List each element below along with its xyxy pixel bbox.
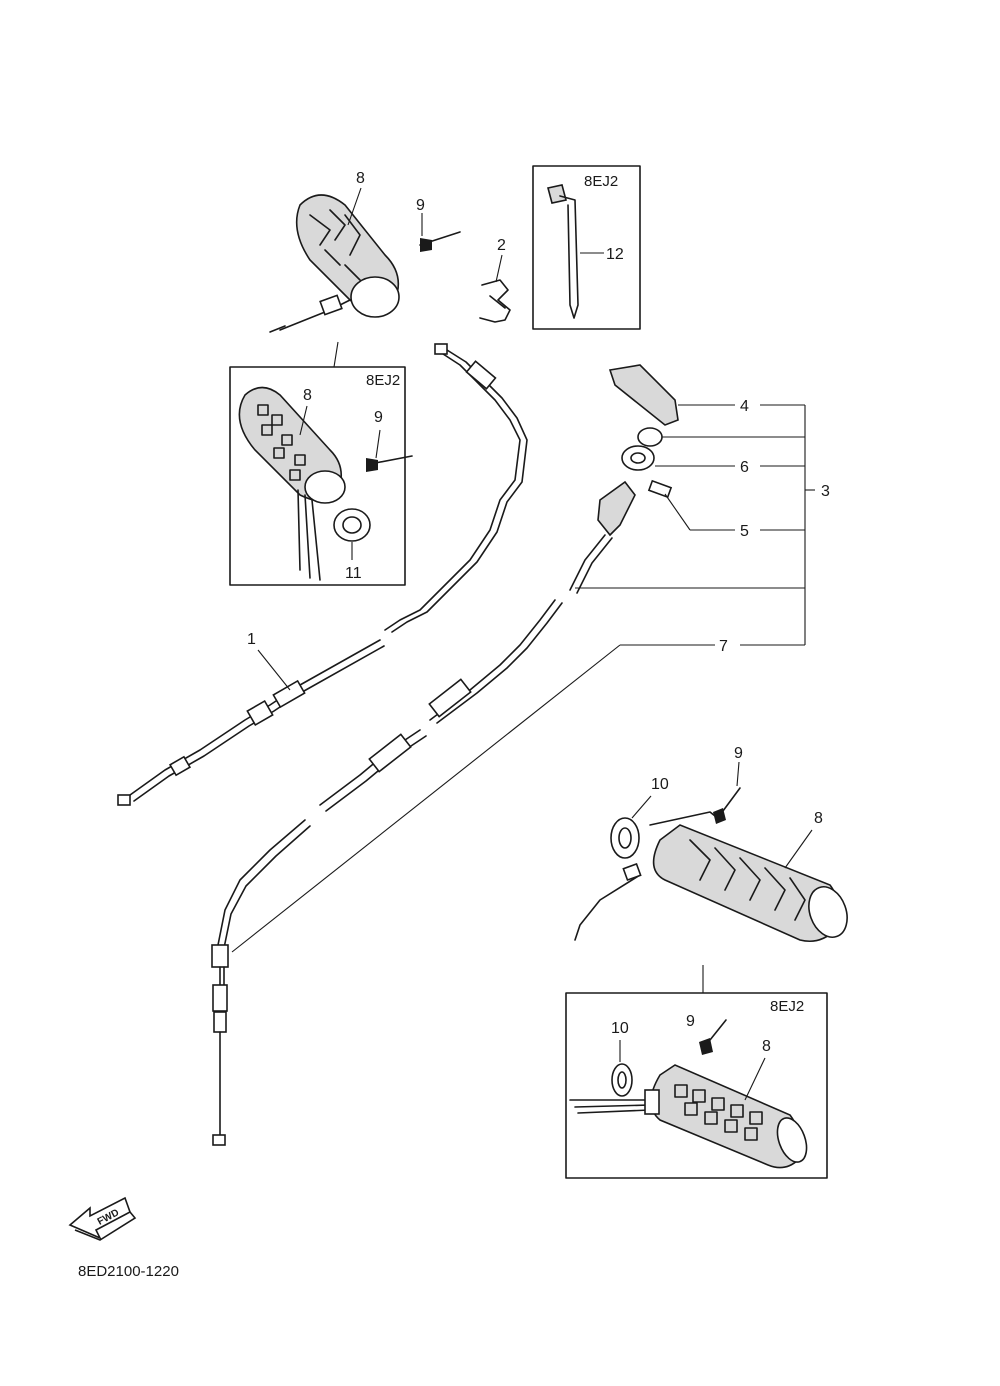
grip-left-upper (269, 194, 400, 333)
nut-part-4b (637, 427, 663, 447)
screw-9-right-box (699, 1019, 727, 1055)
grip-right-boxed (569, 1064, 808, 1169)
collar-11 (333, 508, 371, 542)
callout-9-left-box: 9 (374, 409, 383, 426)
screw-9-left-box (366, 429, 413, 472)
callout-2: 2 (497, 237, 506, 254)
callout-9-top: 9 (416, 197, 425, 214)
diagram-code: 8ED2100-1220 (78, 1263, 179, 1280)
screw-9-upper (419, 213, 461, 252)
nut-part-6 (621, 445, 655, 471)
collar-10 (610, 817, 640, 859)
variant-box-grip-right (565, 992, 828, 1179)
variant-label-grip-right: 8EJ2 (770, 998, 804, 1015)
cable-part-1 (117, 343, 528, 806)
grip-left-boxed (238, 386, 346, 581)
callout-10-right-box: 10 (611, 1020, 629, 1037)
callout-5: 5 (740, 523, 749, 540)
variant-label-strap: 8EJ2 (584, 173, 618, 190)
callout-8-top: 8 (356, 170, 365, 187)
callout-12: 12 (606, 246, 624, 263)
grip-right-main (574, 811, 848, 943)
variant-box-strap (532, 165, 641, 330)
callout-7: 7 (719, 638, 728, 655)
callout-9-right-box: 9 (686, 1013, 695, 1030)
bracket-part-4 (608, 364, 679, 426)
collar-10-boxed (611, 1063, 633, 1097)
callout-4: 4 (740, 398, 749, 415)
variant-label-grip-left: 8EJ2 (366, 372, 400, 389)
callout-10-right: 10 (651, 776, 669, 793)
callout-8-right: 8 (814, 810, 823, 827)
callout-3: 3 (821, 483, 830, 500)
cable-part-7 (211, 599, 563, 1146)
callout-6: 6 (740, 459, 749, 476)
leader-lines-assembly (231, 404, 815, 953)
clip-part-2 (479, 279, 511, 323)
callout-8-left-box: 8 (303, 387, 312, 404)
variant-box-grip-left (229, 366, 406, 586)
fwd-arrow-icon (68, 1196, 137, 1241)
callout-9-right: 9 (734, 745, 743, 762)
tie-strap-12 (547, 184, 579, 319)
screw-9-right (713, 761, 741, 824)
callout-11: 11 (345, 565, 362, 582)
callout-8-right-box: 8 (762, 1038, 771, 1055)
callout-1: 1 (247, 631, 256, 648)
pin-part-5 (647, 479, 673, 499)
adjuster-part-3 (569, 480, 636, 594)
